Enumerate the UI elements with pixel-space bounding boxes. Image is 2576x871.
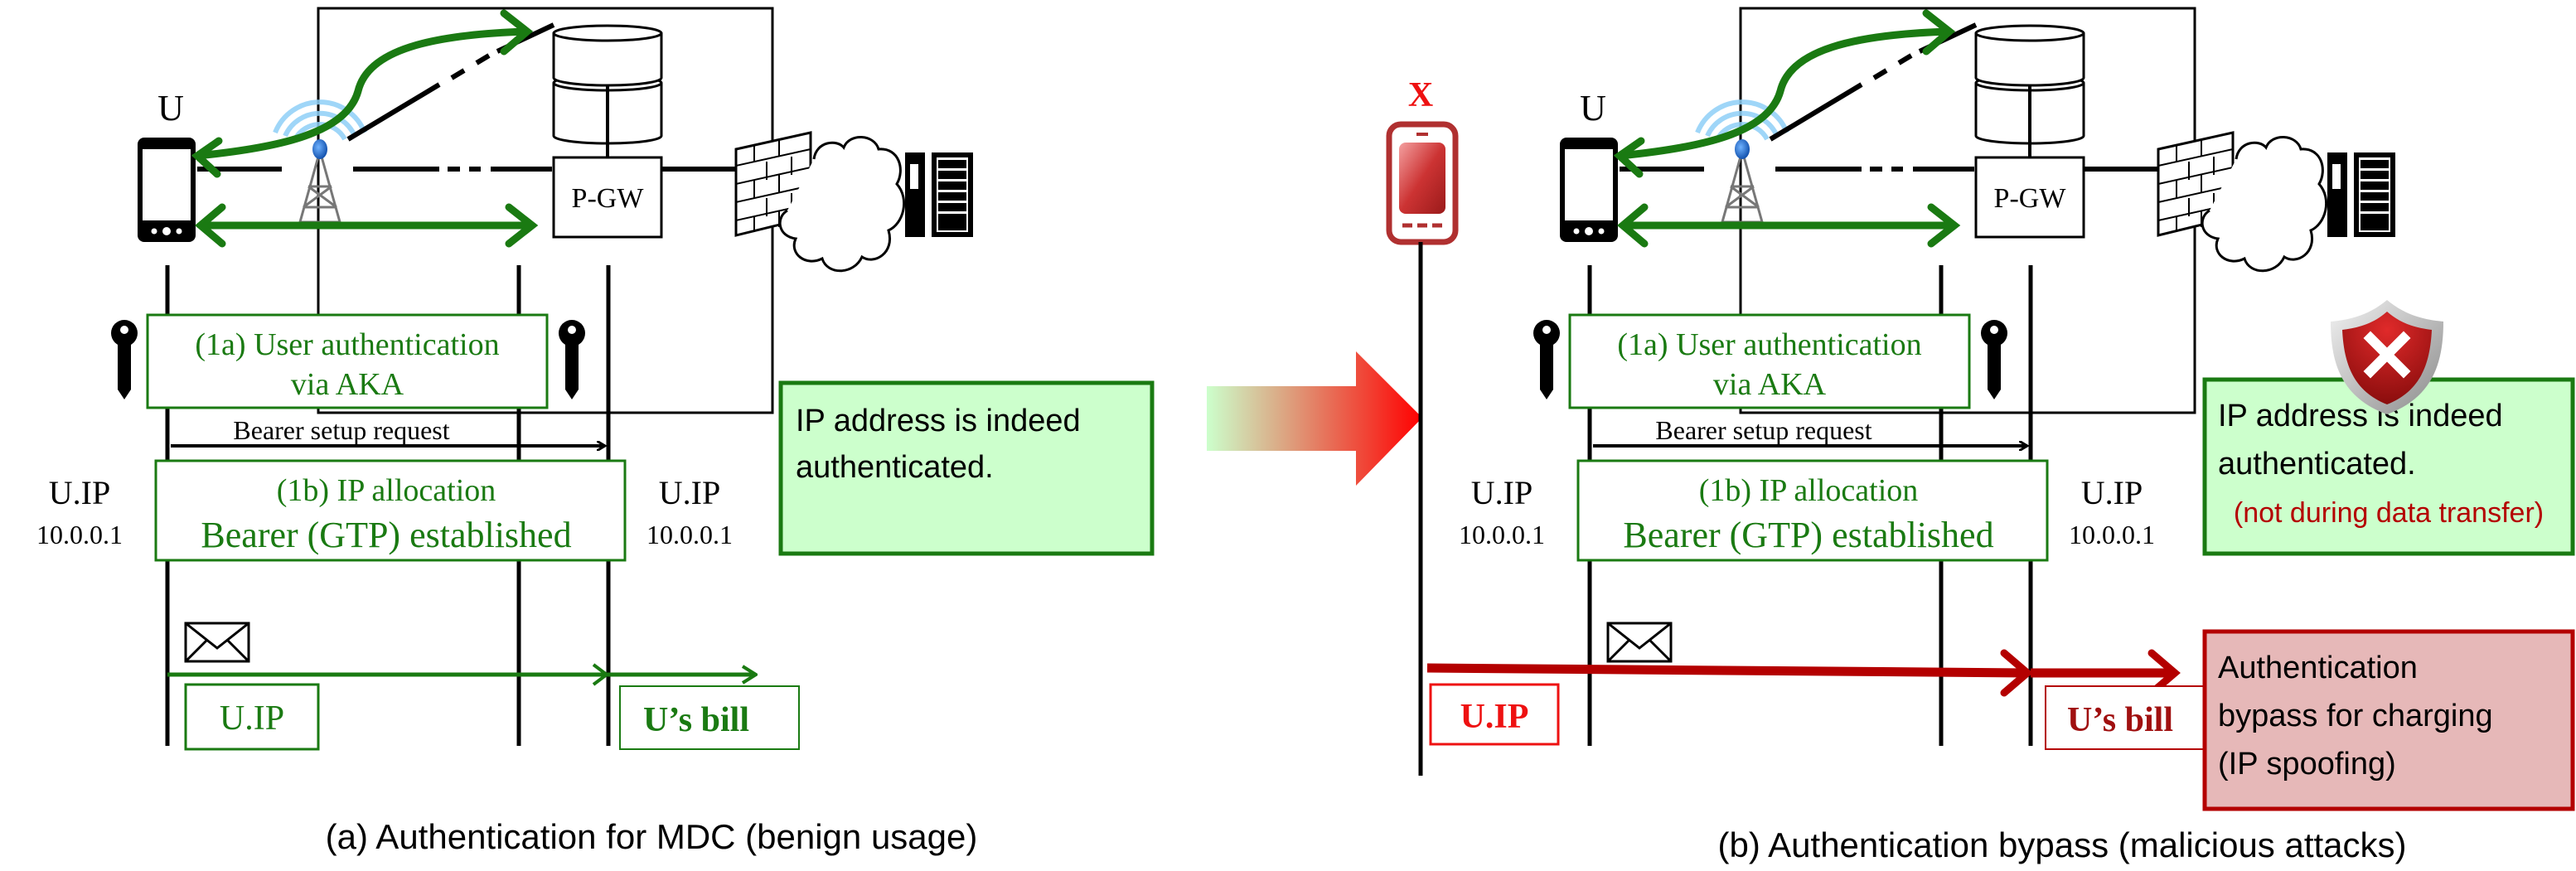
- note-line2: authenticated.: [2218, 447, 2416, 481]
- smartphone-icon: [1560, 138, 1618, 242]
- panel-malicious: U P-GW: [1386, 7, 2575, 864]
- cloud-icon: [2201, 136, 2328, 273]
- note-box: IP address is indeed authenticated.: [778, 380, 1155, 556]
- ip-address-right: 10.0.0.1: [646, 520, 733, 549]
- attacker-phone-icon: [1386, 121, 1459, 245]
- ip-label-right: U.IP: [659, 474, 720, 511]
- cell-tower-icon: [1695, 99, 1789, 229]
- step-1a-line1: (1a) User authentication: [1617, 327, 1921, 362]
- step-1a-line1: (1a) User authentication: [195, 327, 499, 362]
- bill-box: U’s bill: [2045, 685, 2209, 750]
- attacker-label: X: [1408, 76, 1433, 114]
- cloud-icon: [778, 136, 906, 273]
- attack-line3: (IP spoofing): [2218, 747, 2396, 781]
- source-ip-label: U.IP: [220, 699, 284, 738]
- step-1b-line1: (1b) IP allocation: [277, 473, 496, 508]
- pgw-label: P-GW: [572, 183, 645, 214]
- pgw-box: P-GW: [552, 156, 663, 239]
- note-line1: IP address is indeed: [2218, 399, 2503, 433]
- server-icon: [905, 152, 973, 237]
- database-icon: [552, 24, 663, 145]
- key-icon: [1533, 320, 1560, 399]
- attack-box: Authentication bypass for charging (IP s…: [2202, 629, 2575, 811]
- pgw-label: P-GW: [1994, 183, 2067, 214]
- panel-benign: U: [36, 7, 1155, 856]
- note-line3: (not during data transfer): [2234, 497, 2544, 529]
- step-1b-line2: Bearer (GTP) established: [201, 515, 571, 555]
- bill-label: U’s bill: [643, 701, 749, 739]
- key-icon: [111, 320, 138, 399]
- ip-address-left: 10.0.0.1: [36, 520, 123, 549]
- ip-address-right: 10.0.0.1: [2069, 520, 2155, 549]
- step-1b-line1: (1b) IP allocation: [1699, 473, 1919, 508]
- envelope-icon: [184, 622, 250, 663]
- control-link: [346, 22, 555, 142]
- attack-line2: bypass for charging: [2218, 699, 2493, 733]
- bill-box: U’s bill: [619, 685, 800, 750]
- step-1b-box: (1b) IP allocation Bearer (GTP) establis…: [154, 459, 627, 562]
- step-1b-box: (1b) IP allocation Bearer (GTP) establis…: [1576, 459, 2049, 562]
- step-1a-line2: via AKA: [291, 367, 404, 402]
- transition-arrow: [1207, 351, 1422, 486]
- key-icon: [559, 320, 585, 399]
- user-label: U: [157, 88, 184, 128]
- spoofed-ip-label: U.IP: [1460, 698, 1529, 736]
- caption-benign: (a) Authentication for MDC (benign usage…: [326, 817, 978, 856]
- cell-tower-icon: [273, 99, 367, 229]
- note-line1: IP address is indeed: [796, 404, 1081, 438]
- spoofed-ip-box: U.IP: [1429, 683, 1560, 746]
- bill-label: U’s bill: [2067, 701, 2173, 739]
- pgw-box: P-GW: [1974, 156, 2085, 239]
- server-icon: [2327, 152, 2395, 237]
- source-ip-box: U.IP: [184, 683, 320, 751]
- key-icon: [1981, 320, 2007, 399]
- auth-path-arrow: [1619, 27, 1949, 160]
- ip-label-right: U.IP: [2081, 474, 2143, 511]
- step-1a-line2: via AKA: [1713, 367, 1827, 402]
- step-1b-line2: Bearer (GTP) established: [1623, 515, 1993, 555]
- envelope-icon: [1606, 622, 1673, 663]
- spoofed-packet-arrow: [1426, 663, 2028, 678]
- smartphone-icon: [138, 138, 196, 242]
- ip-label-left: U.IP: [49, 474, 110, 511]
- ip-address-left: 10.0.0.1: [1459, 520, 1545, 549]
- auth-path-arrow: [196, 27, 526, 160]
- note-line2: authenticated.: [796, 450, 994, 485]
- ip-label-left: U.IP: [1471, 474, 1533, 511]
- step-1a-box: (1a) User authentication via AKA: [1568, 313, 1971, 409]
- bearer-request-label: Bearer setup request: [1655, 415, 1871, 445]
- user-label: U: [1580, 88, 1606, 128]
- attack-line1: Authentication: [2218, 651, 2418, 685]
- bearer-request-label: Bearer setup request: [233, 415, 449, 445]
- caption-malicious: (b) Authentication bypass (malicious att…: [1717, 825, 2406, 864]
- step-1a-box: (1a) User authentication via AKA: [146, 313, 549, 409]
- shield-error-icon: [2331, 300, 2443, 414]
- control-link: [1769, 22, 1978, 142]
